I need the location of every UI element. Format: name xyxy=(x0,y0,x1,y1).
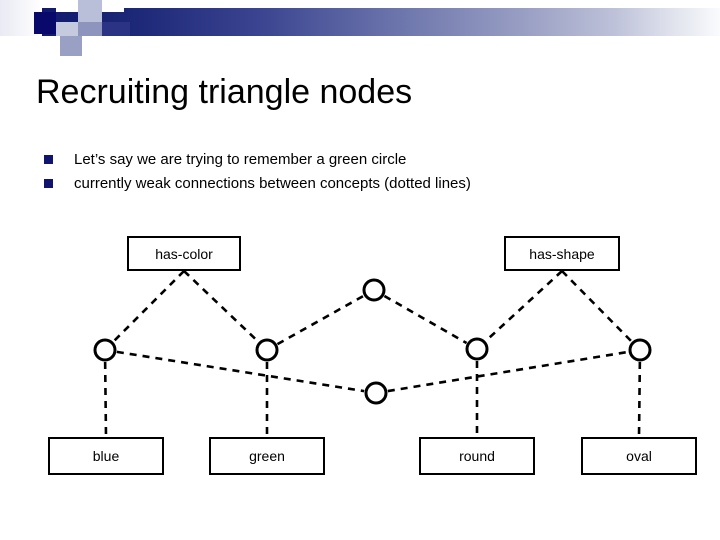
edge-has-shape-to-n-oval xyxy=(561,270,633,343)
page-title: Recruiting triangle nodes xyxy=(36,73,413,111)
list-item: Let’s say we are trying to remember a gr… xyxy=(44,148,664,172)
decor-square-b xyxy=(34,12,56,34)
edge-n-bottom-to-n-oval xyxy=(387,350,629,393)
box-label: has-shape xyxy=(529,245,595,262)
triangle-node-n-round[interactable] xyxy=(465,337,489,361)
decor-square-f xyxy=(78,22,102,36)
edge-n-blue-to-blue xyxy=(103,361,108,438)
triangle-node-n-bottom[interactable] xyxy=(364,381,388,405)
triangle-node-n-green[interactable] xyxy=(255,338,279,362)
edge-n-top-to-n-round xyxy=(383,294,468,345)
relation-box-has-color[interactable]: has-color xyxy=(127,236,241,271)
edge-n-oval-to-oval xyxy=(637,361,642,438)
box-label: has-color xyxy=(155,245,213,262)
edge-has-color-to-n-green xyxy=(183,270,260,343)
edge-n-green-to-n-top xyxy=(276,294,365,346)
edge-group xyxy=(103,270,642,438)
triangle-node-group xyxy=(93,278,652,405)
bullet-text: Let’s say we are trying to remember a gr… xyxy=(74,151,407,168)
relation-box-has-shape[interactable]: has-shape xyxy=(504,236,620,271)
triangle-node-n-blue[interactable] xyxy=(93,338,117,362)
decor-square-j xyxy=(0,36,60,58)
box-label: round xyxy=(459,448,495,464)
box-label: green xyxy=(249,448,285,464)
triangle-node-n-oval[interactable] xyxy=(628,338,652,362)
decor-square-i xyxy=(60,36,82,56)
concept-box-blue[interactable]: blue xyxy=(48,437,164,475)
bullet-square-icon xyxy=(44,155,53,164)
edge-has-shape-to-n-round xyxy=(484,270,563,342)
bullet-square-icon xyxy=(44,179,53,188)
box-label: oval xyxy=(626,448,652,464)
decor-square-k xyxy=(102,22,130,36)
bullet-text: currently weak connections between conce… xyxy=(74,175,471,192)
bullet-list: Let’s say we are trying to remember a gr… xyxy=(44,148,664,196)
edge-has-color-to-n-blue xyxy=(112,270,185,343)
concept-box-green[interactable]: green xyxy=(209,437,325,475)
decor-square-g xyxy=(56,22,78,36)
decor-square-d xyxy=(78,0,102,22)
list-item: currently weak connections between conce… xyxy=(44,172,664,196)
decor-square-c xyxy=(56,0,78,12)
box-label: blue xyxy=(92,448,120,464)
decor-square-e xyxy=(102,0,124,12)
gradient-bar xyxy=(42,8,720,36)
edge-n-blue-to-n-bottom xyxy=(116,350,365,393)
header-decoration-band xyxy=(0,0,720,58)
triangle-node-n-top[interactable] xyxy=(362,278,386,302)
concept-box-oval[interactable]: oval xyxy=(581,437,697,475)
concept-box-round[interactable]: round xyxy=(419,437,535,475)
